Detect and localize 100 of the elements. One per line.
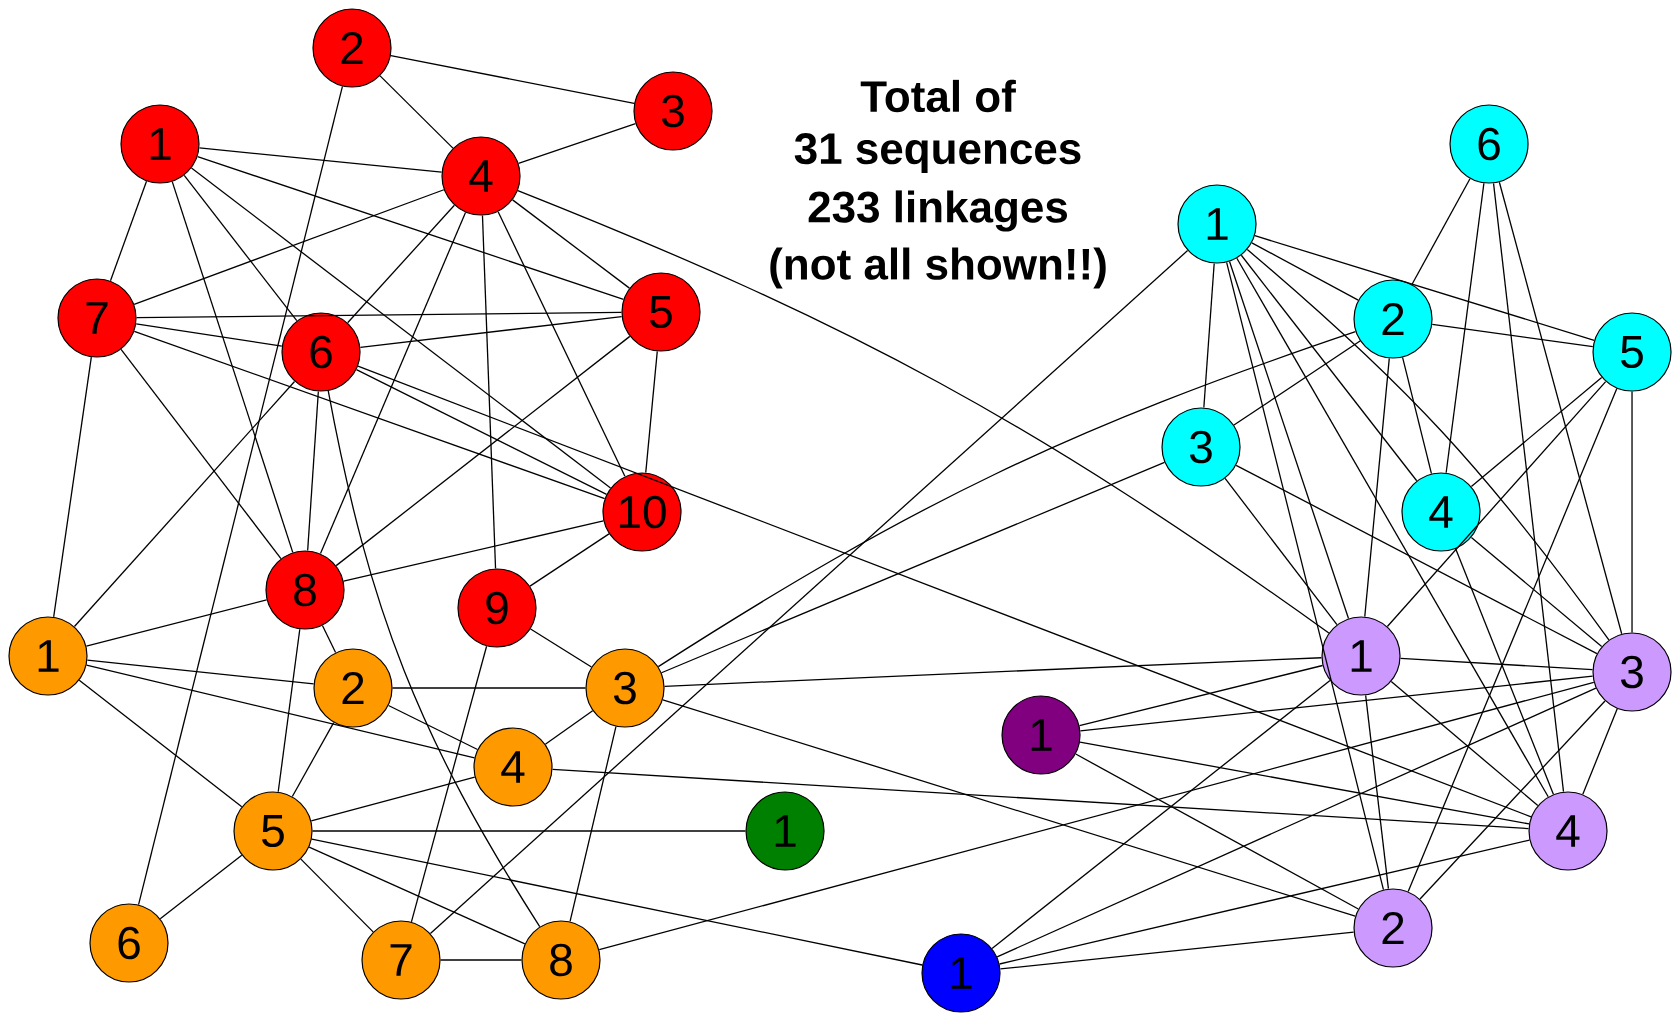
link-line: [996, 687, 1597, 958]
link-line: [517, 189, 1330, 634]
link-line: [355, 369, 608, 495]
link-line: [1582, 708, 1618, 795]
link-line: [86, 659, 315, 685]
link-line: [544, 710, 594, 745]
link-line: [1365, 694, 1390, 890]
link-line: [379, 75, 454, 149]
link-line: [1225, 261, 1385, 891]
summary-text: 233 linkages: [808, 190, 1067, 232]
link-line: [1224, 477, 1338, 626]
link-line: [1492, 182, 1565, 793]
link-line: [109, 180, 148, 282]
link-line: [342, 520, 605, 582]
link-line: [529, 533, 610, 587]
link-line: [662, 699, 1356, 917]
link-line: [391, 687, 587, 689]
link-line: [569, 725, 617, 923]
link-line: [1254, 235, 1595, 341]
link-line: [335, 335, 631, 567]
link-line: [1246, 248, 1610, 641]
link-line: [410, 645, 488, 923]
link-line: [598, 681, 1595, 951]
link-line: [1251, 242, 1359, 301]
link-line: [663, 657, 1323, 687]
link-line: [551, 768, 1530, 830]
link-line: [1470, 376, 1603, 488]
link-line: [171, 181, 294, 553]
summary-text: Total of: [860, 79, 1016, 113]
link-line: [1236, 257, 1549, 798]
link-line: [511, 199, 631, 289]
link-line: [85, 599, 268, 647]
link-line: [1364, 357, 1390, 618]
summary-text: (not all shown!!): [770, 247, 1106, 289]
link-line: [998, 839, 1531, 965]
link-line: [347, 204, 455, 324]
link-line: [657, 331, 1357, 668]
link-line: [135, 311, 623, 319]
link-line: [1431, 323, 1594, 348]
link-line: [73, 380, 296, 628]
link-line: [183, 174, 298, 322]
link-line: [78, 679, 243, 808]
link-line: [1078, 664, 1324, 727]
link-line: [1470, 536, 1603, 648]
link-line: [517, 123, 637, 164]
link-line: [1079, 741, 1530, 825]
link-line: [1233, 340, 1361, 426]
link-line: [991, 679, 1331, 950]
link-line: [311, 830, 747, 832]
link-line: [53, 356, 92, 618]
link-line: [999, 931, 1355, 970]
link-line: [429, 249, 1189, 935]
link-line: [120, 348, 282, 560]
link-line: [1419, 700, 1606, 900]
link-line: [1631, 390, 1633, 634]
link-line: [307, 390, 319, 552]
link-line: [137, 85, 344, 906]
link-line: [1235, 464, 1598, 655]
link-line: [159, 854, 243, 920]
link-line: [1079, 675, 1594, 732]
link-line: [310, 776, 476, 822]
link-line: [357, 365, 1532, 818]
link-line: [277, 628, 301, 793]
link-line: [1401, 356, 1433, 475]
link-line: [1399, 657, 1594, 671]
link-line: [135, 323, 283, 347]
link-line: [1445, 182, 1485, 474]
summary-text: 31 sequences: [794, 133, 1081, 173]
link-line: [327, 390, 541, 928]
link-line: [1075, 753, 1359, 910]
link-line: [1407, 387, 1618, 893]
link-line: [1228, 260, 1350, 620]
link-line: [660, 461, 1166, 674]
link-line: [311, 838, 923, 966]
link-line: [387, 704, 479, 751]
link-line: [190, 167, 612, 489]
link-line: [1386, 380, 1607, 628]
link-line: [1390, 680, 1539, 807]
link-line: [1411, 178, 1471, 285]
link-line: [300, 858, 374, 933]
link-line: [359, 316, 623, 349]
link-line: [390, 55, 635, 105]
link-line: [1240, 254, 1418, 482]
link-line: [85, 664, 476, 759]
link-line: [196, 155, 625, 301]
link-line: [481, 214, 497, 570]
link-line: [1455, 548, 1555, 795]
link-line: [291, 721, 335, 798]
link-line: [198, 147, 443, 173]
link-line: [133, 330, 606, 500]
link-line: [1498, 181, 1623, 635]
link-line: [645, 350, 658, 474]
link-line: [497, 211, 626, 477]
link-line: [321, 624, 337, 654]
link-line: [1203, 262, 1215, 409]
link-line: [133, 189, 445, 305]
link-line: [529, 628, 593, 668]
link-line: [308, 846, 526, 945]
link-line: [439, 959, 523, 961]
link-line: [319, 211, 467, 555]
